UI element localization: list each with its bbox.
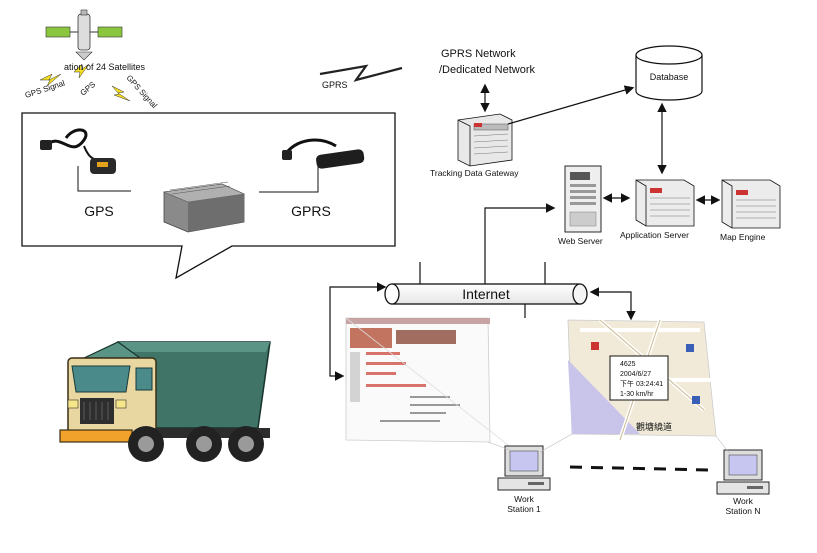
- satellite-icon: [45, 9, 123, 61]
- map-popup-line2: 2004/6/27: [620, 371, 651, 378]
- map-engine-icon: [721, 179, 781, 229]
- workstation-1-label-line1: Work: [514, 494, 534, 504]
- application-server-icon: [635, 179, 695, 227]
- gps-signal-bolts: [39, 63, 131, 102]
- workstation-dashed-link: [569, 465, 711, 472]
- gps-antenna-image: [40, 128, 116, 174]
- gateway-label: Tracking Data Gateway: [430, 168, 519, 178]
- map-screenshot: [567, 318, 717, 441]
- app-server-label: Application Server: [620, 230, 689, 240]
- gprs-antenna-image: [282, 138, 365, 169]
- map-popup-line1: 4625: [620, 361, 636, 368]
- workstation-1-label-line2: Station 1: [507, 504, 541, 514]
- database-icon: [635, 45, 703, 101]
- gps-signal-label-3: GPS Signal: [125, 73, 160, 110]
- satellites-label: ation of 24 Satellites: [64, 62, 146, 72]
- workstation-n-icon: [716, 449, 770, 495]
- bubble-gprs-label: GPRS: [291, 203, 331, 219]
- map-popup-line4: 1-30 km/hr: [620, 391, 654, 398]
- map-street-label: 觀塘繞道: [636, 421, 672, 432]
- network-arrows: [329, 83, 721, 381]
- gateway-server-icon: [457, 113, 513, 167]
- network-label-line2: /Dedicated Network: [439, 64, 535, 76]
- map-engine-label: Map Engine: [720, 232, 766, 242]
- internet-label: Internet: [462, 286, 510, 302]
- workstation-n-label-line1: Work: [733, 496, 753, 506]
- internet-pipe: [384, 262, 588, 318]
- device-connectors: [77, 166, 319, 193]
- database-label: Database: [650, 72, 689, 82]
- bubble-gps-label: GPS: [84, 203, 114, 219]
- network-label-line1: GPRS Network: [441, 48, 516, 60]
- gprs-wave-label: GPRS: [322, 80, 348, 90]
- gps-signal-label-1: GPS Signal: [24, 78, 66, 99]
- dump-truck-image: [59, 341, 271, 462]
- gps-signal-label-2: GPS: [79, 80, 98, 98]
- web-server-label: Web Server: [558, 236, 603, 246]
- workstation-n-label-line2: Station N: [726, 506, 761, 516]
- workstation-1-icon: [497, 445, 551, 491]
- gprs-wave-icon: [319, 64, 403, 82]
- map-popup-line3: 下午 03:24:41: [620, 379, 663, 388]
- web-app-screenshot: [345, 317, 541, 471]
- web-server-icon: [564, 165, 602, 233]
- screenshot-projection-lines: [487, 433, 731, 455]
- tracking-device-image: [162, 181, 246, 233]
